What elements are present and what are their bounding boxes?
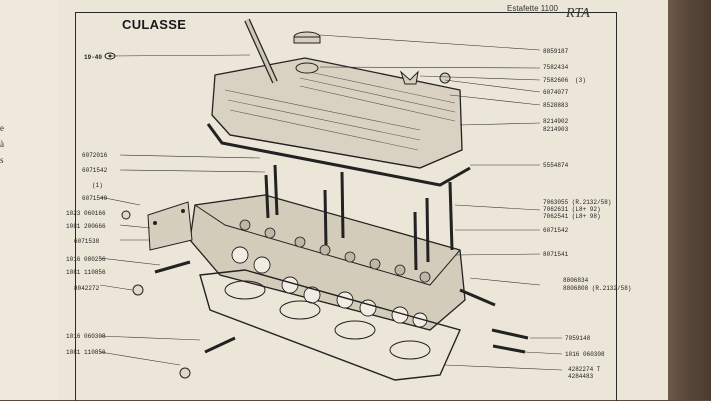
rocker-cover	[211, 57, 463, 169]
left-page-marks: e à s	[0, 120, 4, 168]
part-label: 8214902	[543, 118, 569, 125]
part-label: (1)	[92, 182, 103, 189]
part-label: 1016 060308	[565, 351, 605, 358]
part-label: 8806808 (R.2132/58)	[563, 285, 632, 292]
left-mark: à	[0, 139, 4, 149]
part-label: 6071538	[74, 238, 100, 245]
part-label: 7059148	[565, 335, 591, 342]
part-label: 8528883	[543, 102, 569, 109]
studs	[264, 164, 454, 271]
part-label: 6071542	[543, 227, 569, 234]
header-line: Estafette 1100	[507, 4, 558, 13]
bolts	[154, 260, 529, 354]
part-label: 7063055 (R.2132/58)	[543, 199, 612, 206]
part-label: 8214903	[543, 126, 569, 133]
left-mark: e	[0, 123, 4, 133]
left-mark: s	[0, 155, 4, 165]
cover-gasket	[206, 123, 471, 187]
part-label: 6071540	[82, 195, 108, 202]
manual-page	[58, 0, 670, 400]
diagram-frame	[75, 12, 617, 401]
part-label: 5554874	[543, 162, 569, 169]
part-label: 7062541 (L8+ 98)	[543, 213, 601, 220]
filler-cap	[293, 31, 321, 74]
part-label: 6071542	[82, 167, 108, 174]
part-label: 8806834	[563, 277, 589, 284]
side-cover-plate	[147, 201, 193, 251]
part-label: 6074077	[543, 89, 569, 96]
figure-ref: 19-40	[84, 54, 103, 61]
part-label: 7062631 (L8+ 92)	[543, 206, 601, 213]
part-label: 6072016	[82, 152, 108, 159]
part-label: 8042272	[74, 285, 100, 292]
cylinder-head	[189, 194, 466, 331]
logo: RTA	[566, 6, 590, 21]
part-label: 7582606	[543, 77, 569, 84]
part-label: 8859187	[543, 48, 569, 55]
part-label: 1016 060308	[66, 333, 106, 340]
fabric-background	[668, 0, 711, 400]
part-label: 1081 110856	[66, 349, 106, 356]
part-label: (3)	[575, 77, 586, 84]
part-label: 4282274 T	[568, 366, 601, 373]
part-label: 1081 200666	[66, 223, 106, 230]
part-label: 4284483	[568, 373, 594, 380]
wing-nut	[399, 70, 451, 85]
part-label: 8071541	[543, 251, 569, 258]
left-page	[0, 0, 60, 400]
head-gasket	[199, 269, 461, 381]
dipstick-tube	[244, 18, 278, 84]
part-label: 1081 110856	[66, 269, 106, 276]
part-label: 7582434	[543, 64, 569, 71]
part-label: 1016 080256	[66, 256, 106, 263]
part-label: 1023 060166	[66, 210, 106, 217]
page-title: CULASSE	[122, 17, 187, 32]
